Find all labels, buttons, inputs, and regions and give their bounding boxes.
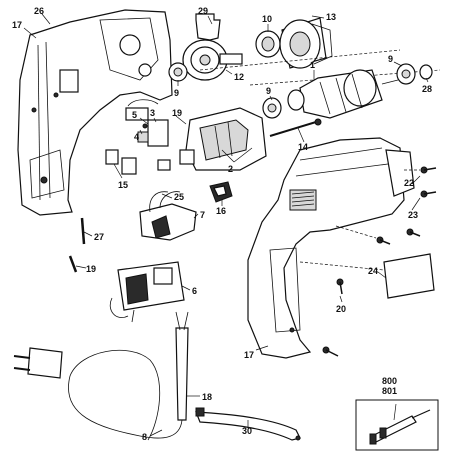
part-labels: 26 17 29 10 13 12 9 1 9 28 9 5 3 19 4 14… bbox=[12, 6, 432, 442]
label-9-right: 9 bbox=[388, 54, 393, 64]
left-housing-half bbox=[17, 9, 173, 216]
label-15: 15 bbox=[118, 180, 128, 190]
bearing-10 bbox=[255, 30, 281, 58]
label-18: 18 bbox=[202, 392, 212, 402]
brush-15 bbox=[105, 149, 171, 175]
label-6: 6 bbox=[192, 286, 197, 296]
label-12: 12 bbox=[234, 72, 244, 82]
spring-27 bbox=[80, 217, 86, 245]
label-23: 23 bbox=[408, 210, 418, 220]
label-14: 14 bbox=[298, 142, 308, 152]
label-26: 26 bbox=[34, 6, 44, 16]
label-17-bottom: 17 bbox=[244, 350, 254, 360]
label-20: 20 bbox=[336, 304, 346, 314]
label-9-mid: 9 bbox=[266, 86, 271, 96]
power-cord-18 bbox=[32, 311, 189, 441]
label-1: 1 bbox=[310, 60, 315, 70]
label-9-left: 9 bbox=[174, 88, 179, 98]
pin-19 bbox=[68, 255, 78, 273]
label-7: 7 bbox=[200, 210, 205, 220]
label-4: 4 bbox=[134, 132, 139, 142]
clip-16 bbox=[209, 181, 233, 203]
label-3: 3 bbox=[150, 108, 155, 118]
label-28: 28 bbox=[422, 84, 432, 94]
label-25: 25 bbox=[174, 192, 184, 202]
armature-assembly bbox=[199, 49, 441, 119]
label-27: 27 bbox=[94, 232, 104, 242]
label-24: 24 bbox=[368, 266, 378, 276]
chuck-13 bbox=[279, 17, 333, 69]
label-2: 2 bbox=[228, 164, 233, 174]
inset-box-800-801 bbox=[355, 399, 439, 451]
leader-lines bbox=[23, 13, 429, 437]
plug bbox=[13, 347, 63, 379]
trigger-switch-7 bbox=[139, 191, 197, 241]
screw-20 bbox=[322, 278, 344, 357]
switch-6 bbox=[109, 261, 185, 323]
brush-assembly bbox=[125, 99, 169, 147]
label-17-top: 17 bbox=[12, 20, 22, 30]
label-801: 801 bbox=[382, 386, 397, 396]
label-22: 22 bbox=[404, 178, 414, 188]
label-800: 800 bbox=[382, 376, 397, 386]
screw-14 bbox=[269, 118, 322, 137]
label-8: 8 bbox=[142, 432, 147, 442]
screws-23 bbox=[335, 166, 437, 245]
right-housing-half bbox=[247, 137, 415, 359]
label-19-bottom: 19 bbox=[86, 264, 96, 274]
nameplate-24 bbox=[299, 253, 435, 299]
label-19-top: 19 bbox=[172, 108, 182, 118]
label-10: 10 bbox=[262, 14, 272, 24]
field-stator bbox=[179, 107, 267, 171]
label-13: 13 bbox=[326, 12, 336, 22]
label-5: 5 bbox=[132, 110, 137, 120]
label-30: 30 bbox=[242, 426, 252, 436]
label-16: 16 bbox=[216, 206, 226, 216]
label-29: 29 bbox=[198, 6, 208, 16]
gear-and-spindle bbox=[168, 13, 243, 82]
